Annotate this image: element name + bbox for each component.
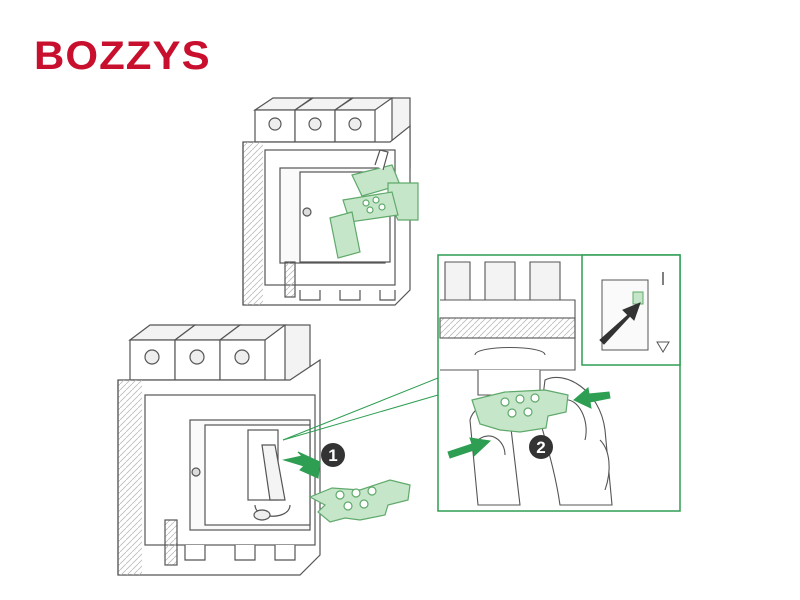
lockout-plate — [308, 479, 411, 523]
green-push-arrow-left — [447, 437, 492, 459]
breaker-illustration — [117, 324, 321, 576]
detail-panel: 2 — [437, 254, 681, 512]
step-label-2: 2 — [536, 438, 545, 457]
brand-logo: BOZZYS — [34, 34, 211, 78]
hands-illustration — [469, 376, 613, 506]
step-marker-2: 2 — [529, 435, 553, 459]
detail-breaker-top — [439, 261, 576, 396]
step-label-1: 1 — [328, 446, 337, 465]
detail-inset-window — [581, 254, 681, 366]
triangle-icon — [656, 341, 670, 353]
green-push-arrow-right — [573, 387, 611, 409]
step-marker-1: 1 — [321, 443, 345, 467]
breaker-locked-illustration — [242, 97, 419, 306]
lockout-device-installed — [329, 149, 419, 259]
callout-lines — [282, 377, 439, 441]
dark-push-arrow — [599, 302, 641, 345]
breaker-toggle-handle — [247, 429, 291, 521]
lockout-plate-detail — [471, 389, 569, 433]
green-push-arrow — [282, 451, 321, 479]
breaker-top-terminals — [253, 97, 411, 169]
